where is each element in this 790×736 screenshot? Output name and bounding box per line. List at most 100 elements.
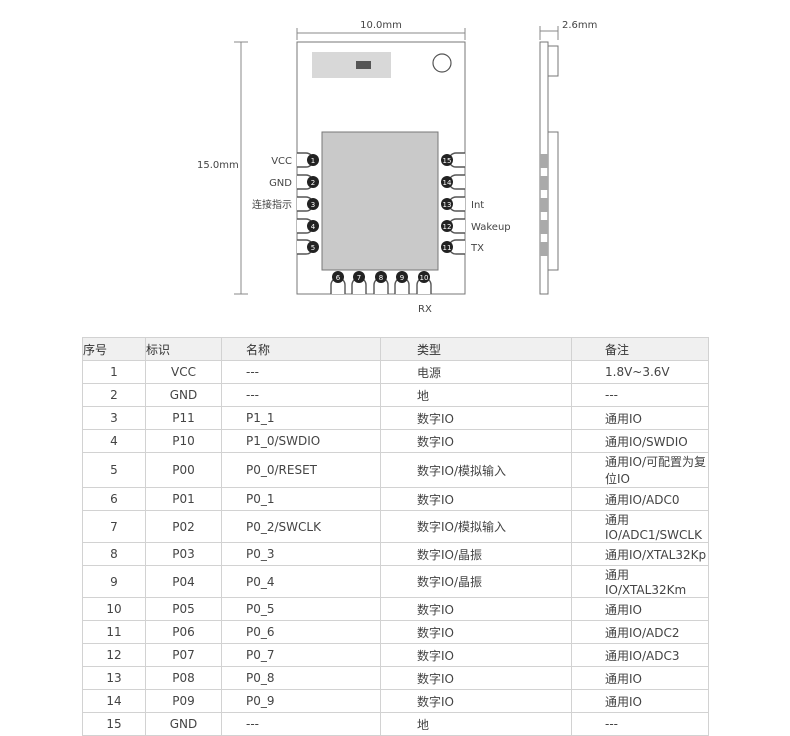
pin-number: 3 bbox=[311, 201, 315, 209]
cell-name: --- bbox=[221, 383, 381, 407]
bottom-pin: 10 bbox=[416, 271, 432, 294]
cell-type: 地 bbox=[380, 712, 572, 736]
cell-id: P06 bbox=[145, 620, 222, 644]
cell-name: P0_6 bbox=[221, 620, 381, 644]
cell-id: P04 bbox=[145, 565, 222, 598]
cell-type: 数字IO bbox=[380, 689, 572, 713]
pin-number: 13 bbox=[443, 201, 452, 209]
cell-name: P0_8 bbox=[221, 666, 381, 690]
pin-dot bbox=[441, 154, 453, 166]
pin-dot bbox=[396, 271, 408, 283]
thickness-label: 2.6mm bbox=[562, 20, 597, 31]
height-dimension: 15.0mm bbox=[197, 41, 248, 295]
pin-label: TX bbox=[470, 243, 484, 254]
right-pin: 12 Wakeup bbox=[441, 218, 511, 234]
cell-name: P0_4 bbox=[221, 565, 381, 598]
pin-number: 6 bbox=[336, 274, 341, 282]
header-id: 标识 bbox=[145, 337, 222, 361]
module-diagram: 10.0mm 15.0mm 2.6mm 1VCC2GND3连接指示4515141… bbox=[197, 20, 597, 315]
cell-name: P0_7 bbox=[221, 643, 381, 667]
cell-index: 1 bbox=[82, 360, 146, 384]
cell-name: P0_5 bbox=[221, 597, 381, 621]
cell-index: 9 bbox=[82, 565, 146, 598]
cell-type: 数字IO bbox=[380, 487, 572, 511]
cell-type: 数字IO bbox=[380, 620, 572, 644]
cell-note: 通用IO bbox=[571, 666, 709, 690]
cell-index: 4 bbox=[82, 429, 146, 453]
pin-label: Int bbox=[471, 200, 484, 211]
cell-type: 数字IO bbox=[380, 597, 572, 621]
cell-id: GND bbox=[145, 383, 222, 407]
pin-number: 2 bbox=[311, 179, 315, 187]
width-label: 10.0mm bbox=[360, 20, 402, 31]
pin-number: 9 bbox=[400, 274, 404, 282]
cell-type: 数字IO bbox=[380, 429, 572, 453]
mounting-circle bbox=[432, 53, 452, 73]
pin-label: GND bbox=[269, 178, 292, 189]
cell-index: 2 bbox=[82, 383, 146, 407]
pin-dot bbox=[353, 271, 365, 283]
cell-note: 通用IO/ADC1/SWCLK bbox=[571, 510, 709, 543]
cell-index: 11 bbox=[82, 620, 146, 644]
cell-id: P08 bbox=[145, 666, 222, 690]
pin-dot bbox=[307, 241, 319, 253]
pin-number: 1 bbox=[311, 157, 315, 165]
cell-name: P1_0/SWDIO bbox=[221, 429, 381, 453]
cell-index: 5 bbox=[82, 452, 146, 488]
cell-name: P0_9 bbox=[221, 689, 381, 713]
pin-number: 15 bbox=[443, 157, 452, 165]
pin-label: VCC bbox=[271, 156, 292, 167]
cell-index: 15 bbox=[82, 712, 146, 736]
pin-label: Wakeup bbox=[471, 222, 511, 233]
cell-type: 地 bbox=[380, 383, 572, 407]
cell-note: --- bbox=[571, 712, 709, 736]
cell-id: P03 bbox=[145, 542, 222, 566]
cell-id: P00 bbox=[145, 452, 222, 488]
thickness-dimension: 2.6mm bbox=[539, 20, 597, 40]
cell-type: 数字IO bbox=[380, 406, 572, 430]
cell-type: 数字IO/模拟输入 bbox=[380, 452, 572, 488]
pin-dot bbox=[441, 198, 453, 210]
cell-type: 数字IO/晶振 bbox=[380, 565, 572, 598]
cell-name: P0_2/SWCLK bbox=[221, 510, 381, 543]
pin-number: 4 bbox=[311, 223, 316, 231]
cell-note: 通用IO/ADC0 bbox=[571, 487, 709, 511]
pin-dot bbox=[375, 271, 387, 283]
header-index: 序号 bbox=[82, 337, 146, 361]
cell-id: P10 bbox=[145, 429, 222, 453]
pin-number: 8 bbox=[379, 274, 383, 282]
pin-number: 12 bbox=[443, 223, 452, 231]
cell-id: P05 bbox=[145, 597, 222, 621]
cell-index: 3 bbox=[82, 406, 146, 430]
cell-id: VCC bbox=[145, 360, 222, 384]
bottom-pin: 6 bbox=[330, 271, 346, 294]
cell-id: P11 bbox=[145, 406, 222, 430]
cell-note: 通用IO/ADC3 bbox=[571, 643, 709, 667]
antenna-feed bbox=[356, 61, 371, 69]
bottom-pin: 7 bbox=[351, 271, 367, 294]
cell-name: --- bbox=[221, 712, 381, 736]
pin-number: 14 bbox=[443, 179, 452, 187]
left-pin: 1 VCC bbox=[271, 152, 319, 168]
header-name: 名称 bbox=[221, 337, 381, 361]
cell-index: 12 bbox=[82, 643, 146, 667]
antenna-area bbox=[312, 52, 391, 78]
cell-index: 8 bbox=[82, 542, 146, 566]
cell-note: 通用IO/可配置为复位IO bbox=[571, 452, 709, 488]
cell-id: P07 bbox=[145, 643, 222, 667]
shield-can bbox=[321, 131, 439, 271]
cell-index: 7 bbox=[82, 510, 146, 543]
pin-number: 11 bbox=[443, 244, 452, 252]
table-header-row: 序号 标识 名称 类型 备注 bbox=[82, 337, 709, 361]
